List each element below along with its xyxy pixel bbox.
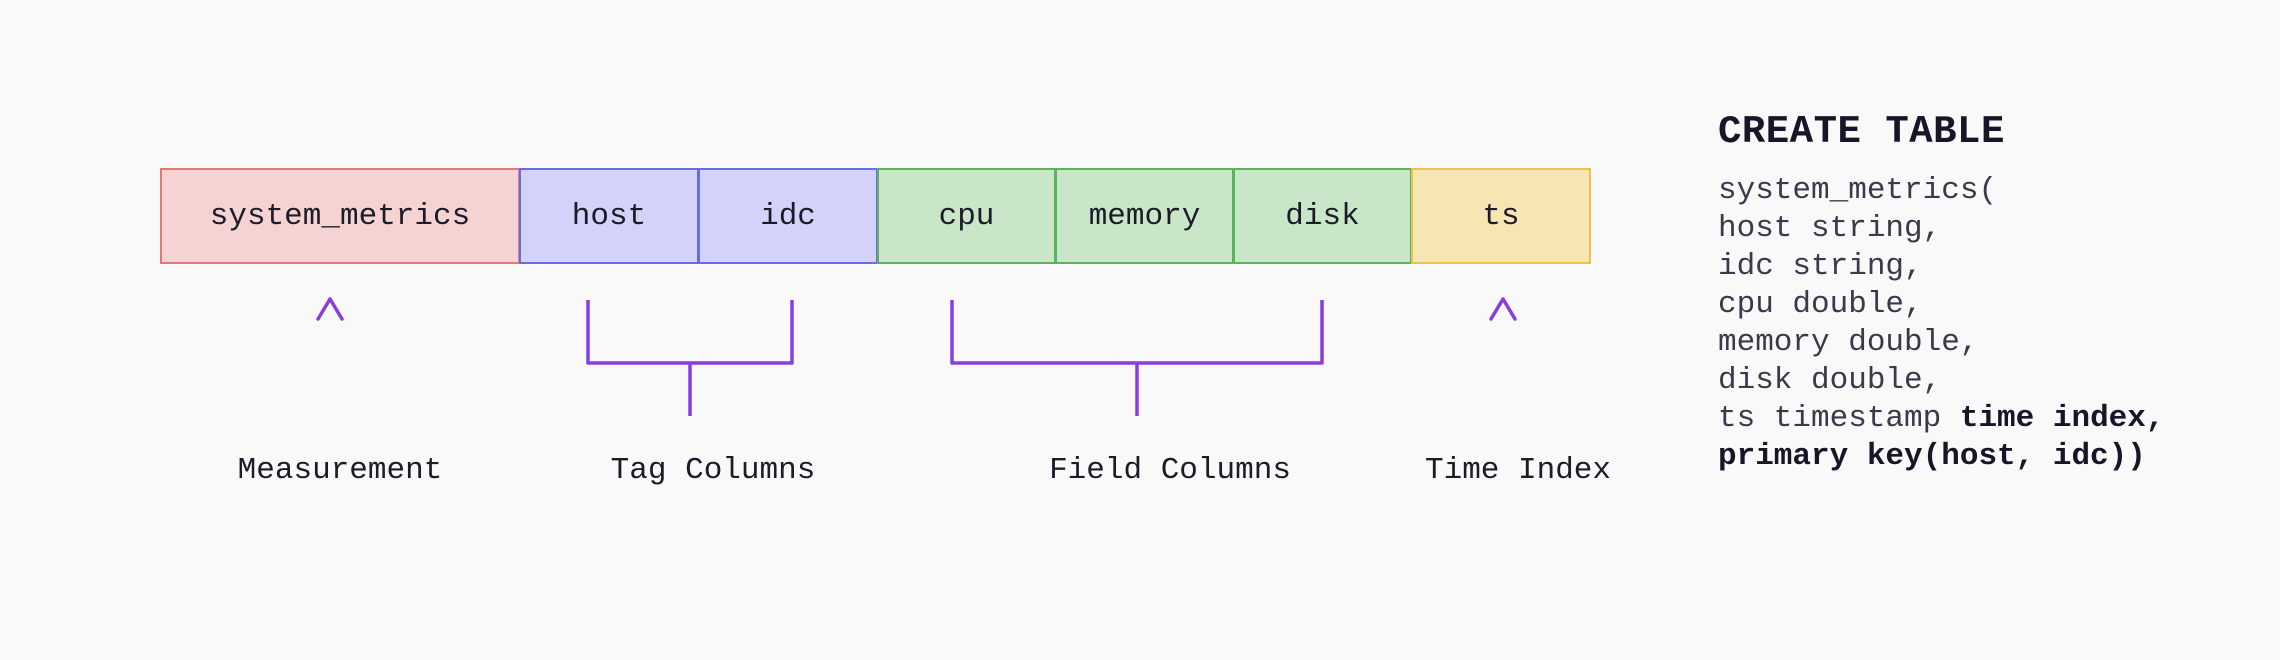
sql-line-primary-key: primary key(host, idc)): [1718, 439, 2146, 474]
measurement-label: Measurement: [237, 453, 443, 488]
sql-line: memory double,: [1718, 325, 1979, 360]
sql-line: idc string,: [1718, 249, 1923, 284]
field-cell-memory: memory: [1055, 168, 1234, 264]
sql-line: cpu double,: [1718, 287, 1923, 322]
field-columns-label: Field Columns: [1049, 453, 1291, 488]
sql-statement: CREATE TABLE system_metrics( host string…: [1718, 110, 2258, 476]
sql-ts-bold: time index,: [1959, 401, 2165, 436]
tag-bracket-icon: [586, 300, 794, 416]
measurement-arrow-icon: [316, 297, 344, 414]
sql-ts-prefix: ts timestamp: [1718, 401, 1960, 436]
measurement-cell: system_metrics: [160, 168, 520, 264]
sql-title: CREATE TABLE: [1718, 110, 2005, 154]
field-cell-cpu: cpu: [877, 168, 1056, 264]
sql-line: disk double,: [1718, 363, 1942, 398]
schema-row: system_metrics host idc cpu memory disk …: [160, 168, 1591, 264]
field-bracket-icon: [950, 300, 1324, 416]
sql-line-ts: ts timestamp time index,: [1718, 400, 2258, 438]
time-cell-ts: ts: [1411, 168, 1591, 264]
sql-line: host string,: [1718, 211, 1942, 246]
tag-cell-idc: idc: [698, 168, 878, 264]
time-index-label: Time Index: [1424, 453, 1612, 488]
field-cell-disk: disk: [1233, 168, 1412, 264]
sql-line: system_metrics(: [1718, 173, 1998, 208]
time-arrow-icon: [1489, 297, 1517, 414]
tag-cell-host: host: [519, 168, 699, 264]
tag-columns-label: Tag Columns: [610, 453, 816, 488]
